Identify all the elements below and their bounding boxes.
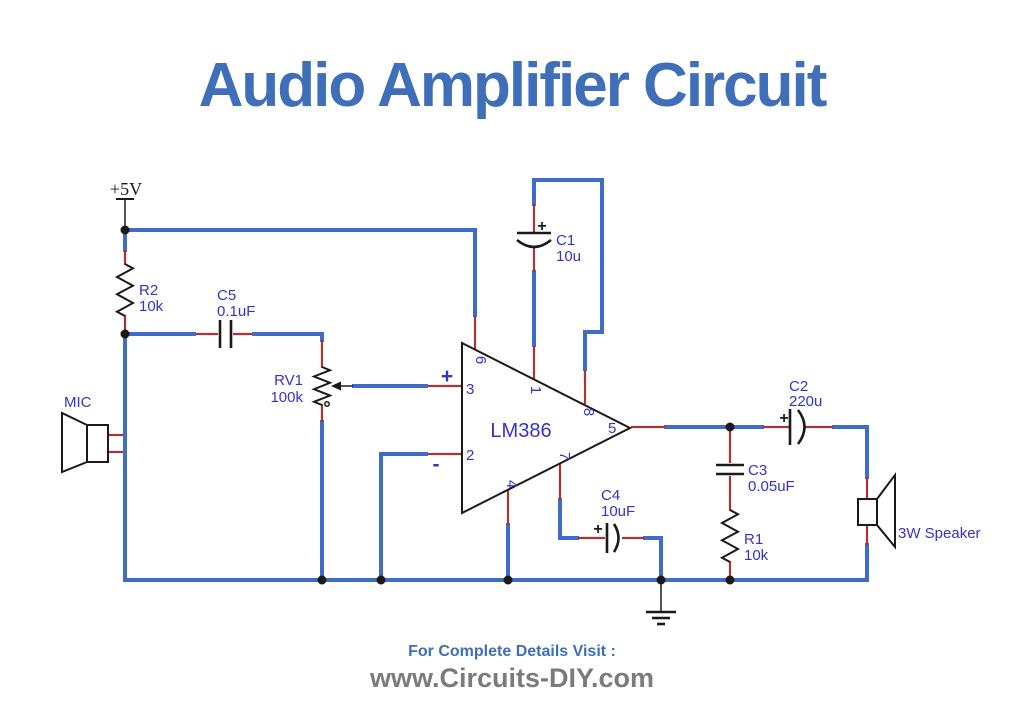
rv1-value: 100k <box>270 389 303 406</box>
resistor-r1-symbol <box>719 509 741 563</box>
rv1-ref: RV1 <box>274 372 303 389</box>
junction-vcc <box>120 225 130 235</box>
potentiometer-rv1-wiper-arrow <box>331 381 341 391</box>
ic-noninv-plus: + <box>441 365 453 388</box>
power-label: +5V <box>110 179 142 199</box>
r1-value: 10k <box>744 547 769 564</box>
r2-value: 10k <box>139 298 164 315</box>
capacitor-c4-plate-curved <box>612 523 620 553</box>
wire-pin7-to-c4 <box>558 498 579 540</box>
junction-rail-ground <box>656 575 666 585</box>
wire-c1-loop <box>532 178 604 371</box>
ic-pin1: 1 <box>527 386 544 394</box>
wire-ground-rail <box>123 332 869 582</box>
ic-pin5: 5 <box>608 420 616 437</box>
page-title: Audio Amplifier Circuit <box>198 51 828 120</box>
junction-output-c3 <box>725 422 735 432</box>
ic-pin7: 7 <box>556 452 573 460</box>
wire-c4-to-ground-node <box>643 536 663 580</box>
c2-ref: C2 <box>789 378 808 395</box>
junction-rail-pin4 <box>503 575 513 585</box>
junction-rail-pin2 <box>376 575 386 585</box>
junction-rail-rv1 <box>317 575 327 585</box>
wire-pin2-to-rail <box>379 452 428 580</box>
c1-ref: C1 <box>556 232 575 249</box>
c3-value: 0.05uF <box>748 478 795 495</box>
wire-c2-to-speaker <box>832 425 869 479</box>
c1-plus: + <box>537 218 546 235</box>
ic-name: LM386 <box>490 420 551 442</box>
ic-pin6: 6 <box>472 356 489 364</box>
mic-cone <box>61 411 88 474</box>
potentiometer-rv1-symbol <box>311 366 333 406</box>
c1-value: 10u <box>556 248 581 265</box>
ic-lm386-triangle <box>461 341 633 515</box>
junction-r2-c5-mic <box>120 329 130 339</box>
ic-pin3: 3 <box>466 381 474 398</box>
c4-ref: C4 <box>601 487 620 504</box>
footer: For Complete Details Visit : www.Circuit… <box>0 642 1024 696</box>
capacitor-c1-plate-curved <box>516 238 552 249</box>
wire-c5-to-rv1-top <box>252 332 324 342</box>
c5-ref: C5 <box>217 287 236 304</box>
r1-ref: R1 <box>744 531 763 548</box>
junction-rail-r1 <box>725 575 735 585</box>
c4-plus: + <box>593 521 602 538</box>
ic-pin8: 8 <box>580 408 597 416</box>
ic-inv-minus: - <box>433 453 440 476</box>
capacitor-c2-plate-curved <box>796 409 806 445</box>
c5-value: 0.1uF <box>217 303 255 320</box>
ic-pin2: 2 <box>466 447 474 464</box>
footer-heading: For Complete Details Visit : <box>408 643 616 660</box>
r2-ref: R2 <box>139 282 158 299</box>
footer-url: www.Circuits-DIY.com <box>369 663 655 693</box>
speaker-body <box>857 498 878 526</box>
ic-pin4: 4 <box>503 480 520 488</box>
c2-value: 220u <box>789 393 822 410</box>
c3-ref: C3 <box>748 462 767 479</box>
resistor-r2-symbol <box>114 263 136 317</box>
c4-value: 10uF <box>601 503 635 520</box>
mic-label: MIC <box>64 394 92 411</box>
speaker-label: 3W Speaker <box>898 525 981 542</box>
c2-plus: + <box>779 410 788 427</box>
wire-vcc-rail-to-pin6 <box>125 228 477 317</box>
speaker-cone <box>876 472 896 550</box>
potentiometer-rv1-marker <box>324 401 330 407</box>
mic-body <box>86 424 109 463</box>
